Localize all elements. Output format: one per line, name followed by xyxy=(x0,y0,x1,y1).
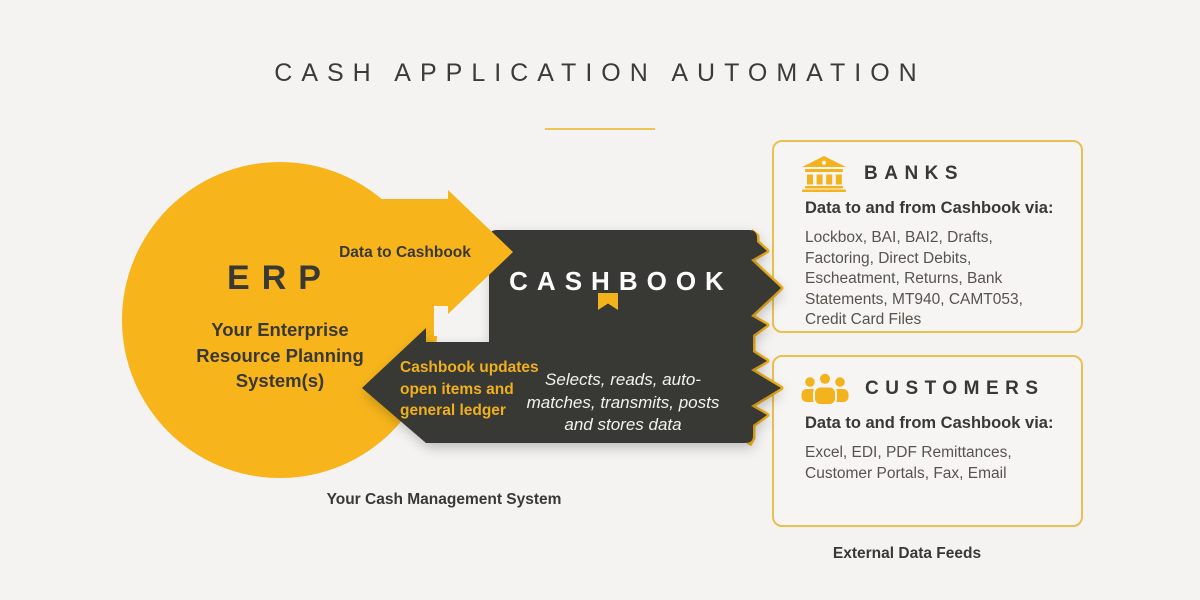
banks-channels: Lockbox, BAI, BAI2, Drafts, Factoring, D… xyxy=(805,229,1023,328)
erp-label: ERP xyxy=(227,259,333,297)
title-underline xyxy=(545,128,655,130)
customers-box-header: CUSTOMERS xyxy=(800,372,1045,405)
banks-box: BANKS Data to and from Cashbook via: Loc… xyxy=(772,140,1083,333)
people-icon xyxy=(801,372,849,405)
customers-label: CUSTOMERS xyxy=(865,377,1045,399)
flow-label-data-to-cashbook: Data to Cashbook xyxy=(339,244,471,261)
erp-caption: Your Cash Management System xyxy=(326,491,562,508)
banks-label: BANKS xyxy=(864,163,965,184)
flow-label-cashbook-updates: Cashbook updates open items and general … xyxy=(400,359,539,419)
banks-box-header: BANKS xyxy=(802,156,964,192)
banks-heading: Data to and from Cashbook via: xyxy=(805,199,1054,217)
customers-box: CUSTOMERS Data to and from Cashbook via:… xyxy=(772,355,1083,527)
cashbook-description: Selects, reads, auto-matches, transmits,… xyxy=(526,370,720,434)
bookmark-ribbon-icon xyxy=(598,293,618,310)
customers-heading: Data to and from Cashbook via: xyxy=(805,414,1054,432)
customers-channels: Excel, EDI, PDF Remittances, Customer Po… xyxy=(805,444,1012,482)
page-title: CASH APPLICATION AUTOMATION xyxy=(274,59,926,87)
bank-icon xyxy=(802,156,846,192)
arrow-gap-notch xyxy=(434,294,481,336)
erp-subtitle: Your Enterprise Resource Planning System… xyxy=(196,319,364,391)
cashbook-label: CASHBOOK xyxy=(509,266,733,296)
external-data-feeds-caption: External Data Feeds xyxy=(832,545,982,562)
